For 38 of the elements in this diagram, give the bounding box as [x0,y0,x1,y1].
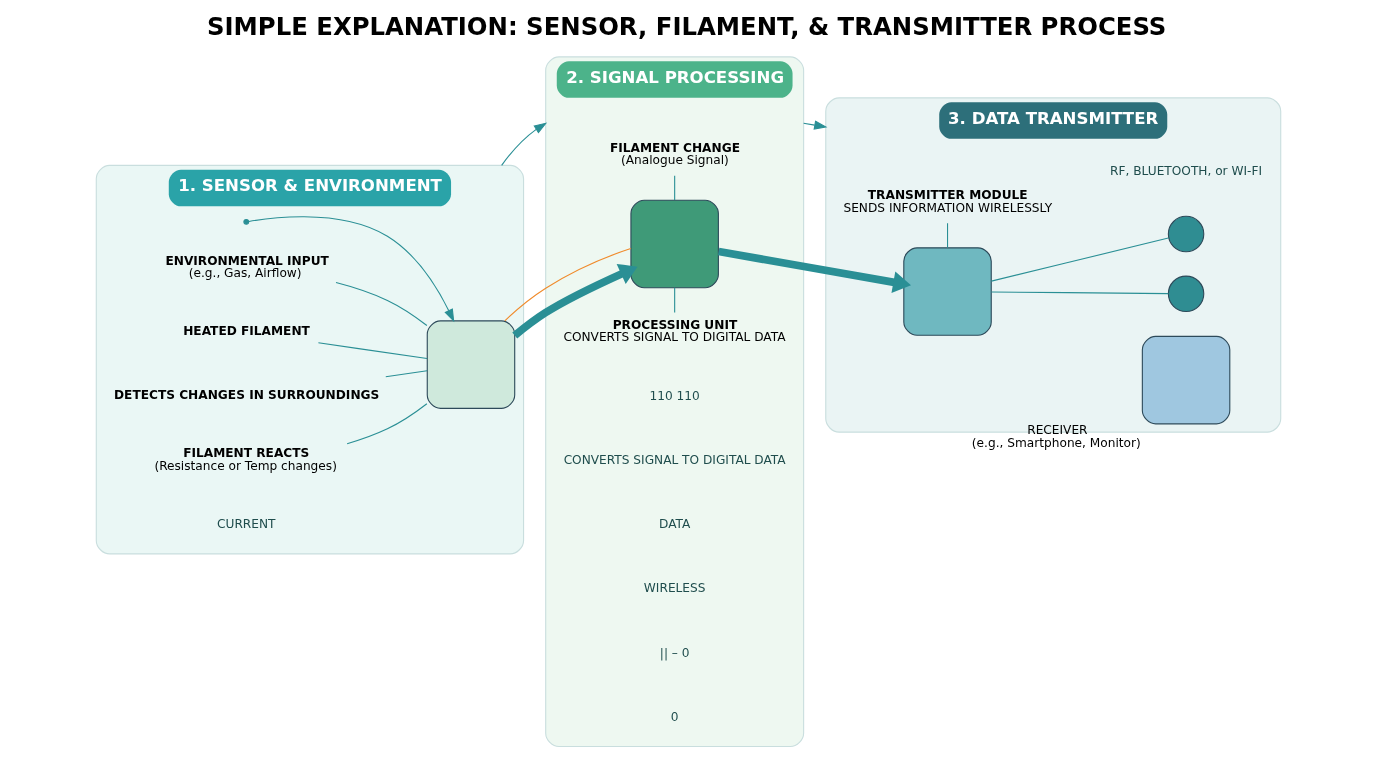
connector [317,342,428,359]
label: CONVERTS SIGNAL TO DIGITAL DATA [563,453,786,468]
label: CURRENT [216,517,276,532]
node-text: HEATED FILAMENT [182,323,310,338]
connector [673,175,675,201]
connector [946,222,948,249]
connector [384,370,428,378]
connector [990,237,1169,282]
node-text: FILAMENT REACTS (Resistance or Temp changes) [153,446,337,473]
node-text: TRANSMITTER MODULE SENDS INFORMATION WIRELESSLY [842,188,1052,215]
arrow [247,216,454,323]
diagram-title: SIMPLE EXPLANATION: SENSOR, FILAMENT, & TRANSMITTER PROCESS [206,12,1166,42]
node-box [426,320,515,409]
node-label: (e.g., Smartphone, Monitor) [971,435,1141,450]
node-text: PROCESSING UNIT CONVERTS SIGNAL TO DIGITAL DATA [562,317,785,345]
label: WIRELESS [643,581,705,596]
arrow [717,247,911,294]
connector [503,248,631,322]
label: 0 [670,709,679,724]
connector [673,287,675,314]
label: DATA [658,517,690,532]
arrow [511,263,637,339]
label: 110 110 [649,388,700,403]
node-box [629,199,719,289]
node-text: DETECTS CHANGES IN SURROUNDINGS [113,387,379,402]
label: RF, BLUETOOTH, or WI-FI [1109,164,1262,179]
connector [990,291,1169,295]
connector [346,403,427,445]
node-text: ENVIRONMENTAL INPUT (e.g., Gas, Airflow) [164,253,329,280]
node-circle [1167,275,1204,313]
node-circle [1167,215,1204,253]
arrow [500,122,547,166]
node-box [1141,335,1230,425]
connector [334,281,427,327]
node-text: FILAMENT CHANGE (Analogue Signal) [609,140,740,168]
arrow [802,120,827,130]
node-box [902,247,992,336]
label: || – 0 [659,645,690,660]
